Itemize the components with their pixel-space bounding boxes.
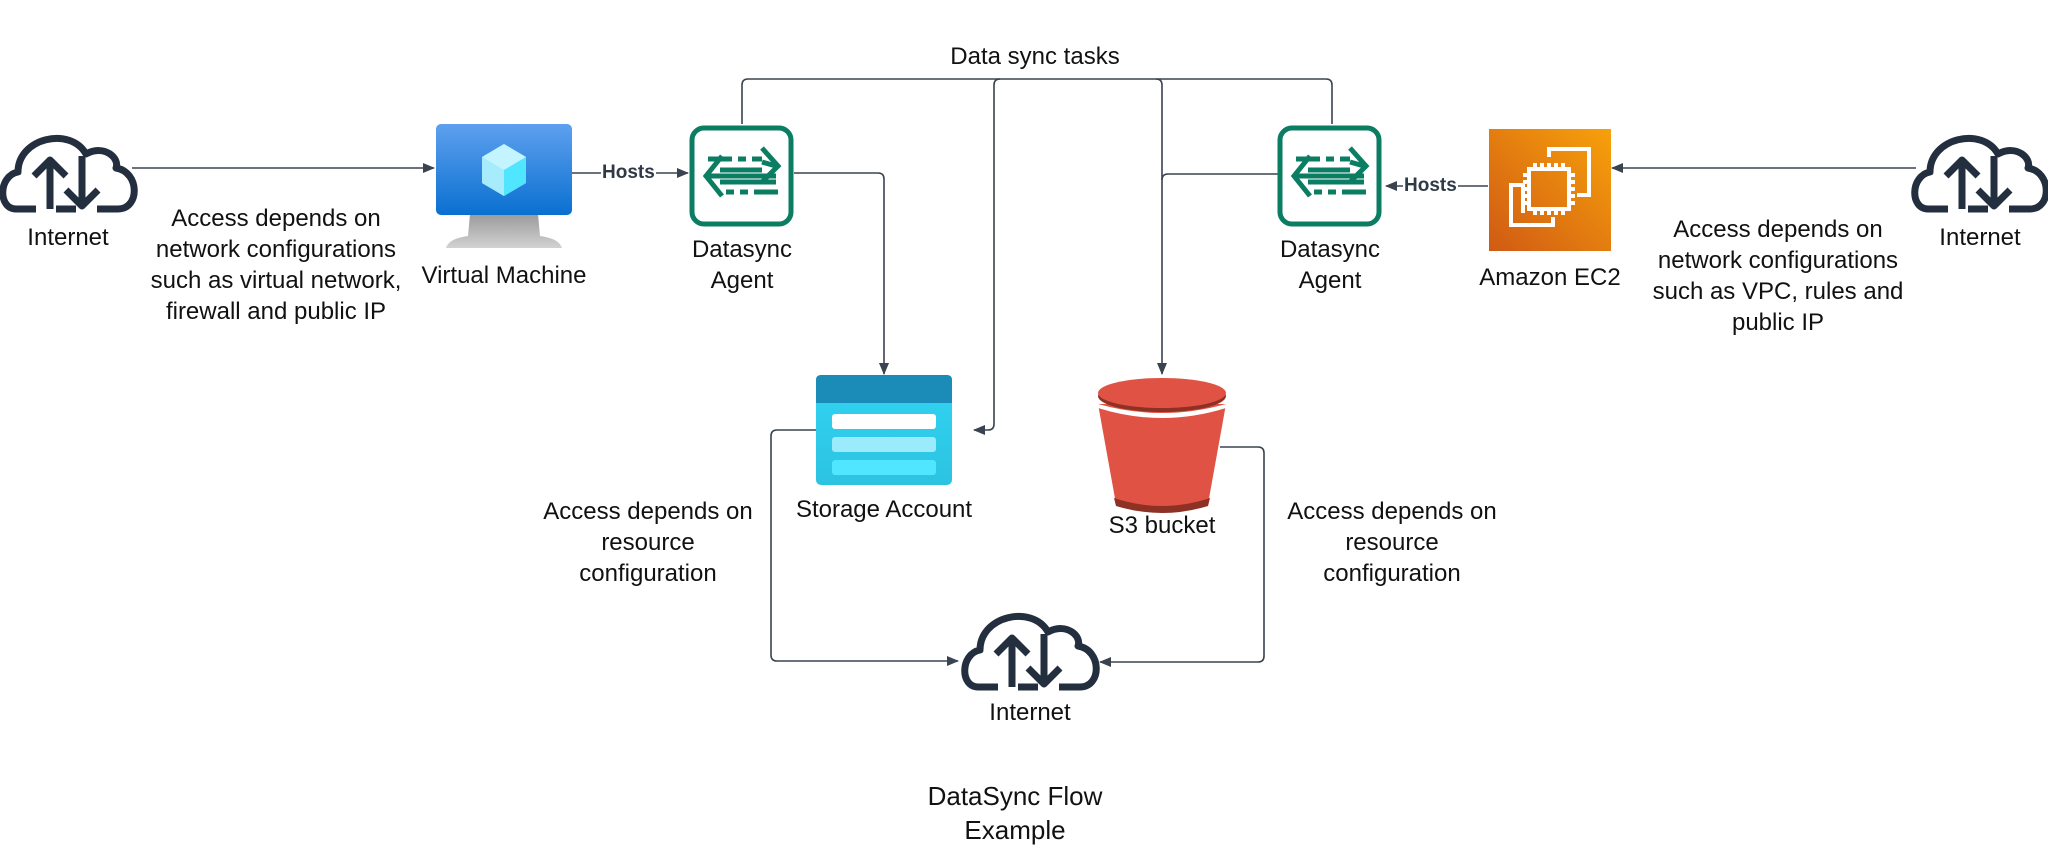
edge-agent-to-storage bbox=[794, 172, 889, 375]
edges bbox=[132, 78, 1916, 667]
node-label-amazon-ec2: Amazon EC2 bbox=[1479, 264, 1621, 291]
note-s3-resource-access: Access depends on resource configuration bbox=[1287, 498, 1497, 587]
note-storage-resource-access: Access depends on resource configuration bbox=[543, 498, 753, 587]
group-label-data-sync-tasks: Data sync tasks bbox=[900, 41, 1170, 72]
azure-vm-icon bbox=[436, 124, 572, 248]
node-label-internet-bottom: Internet bbox=[989, 699, 1071, 726]
edge-label-vm-hosts: Hosts bbox=[601, 162, 656, 184]
node-label-virtual-machine: Virtual Machine bbox=[421, 262, 587, 289]
node-label-internet-left: Internet bbox=[27, 224, 109, 251]
diagram-title: DataSync Flow Example bbox=[927, 781, 1103, 845]
edge-storage-to-internet bbox=[770, 429, 959, 666]
cloud-upload-download-icon bbox=[1911, 134, 2048, 213]
note-right-network-access: Access depends on network configurations… bbox=[1652, 216, 1904, 336]
cloud-upload-download-icon bbox=[0, 134, 138, 213]
cloud-upload-download-icon bbox=[961, 612, 1100, 691]
datasync-agent-icon bbox=[1277, 125, 1382, 227]
datasync-agent-icon bbox=[689, 125, 794, 227]
node-label-datasync-agent-left: Datasync Agent bbox=[691, 236, 793, 294]
node-label-datasync-agent-right: Datasync Agent bbox=[1279, 236, 1381, 294]
azure-storage-account-icon bbox=[816, 375, 952, 485]
edge-s3-to-internet bbox=[1099, 446, 1265, 667]
edge-label-ec2-hosts: Hosts bbox=[1403, 175, 1458, 197]
node-label-storage-account: Storage Account bbox=[795, 496, 973, 523]
edge-sync-to-storage bbox=[973, 78, 1001, 435]
edge-sync-tasks-bracket bbox=[741, 78, 1333, 124]
node-label-s3-bucket: S3 bucket bbox=[1108, 512, 1216, 539]
s3-bucket-icon bbox=[1098, 378, 1226, 513]
edge-agent-right-to-s3 bbox=[1161, 173, 1280, 181]
edge-sync-to-s3 bbox=[1155, 78, 1167, 375]
note-left-network-access: Access depends on network configurations… bbox=[150, 205, 402, 325]
node-label-internet-right: Internet bbox=[1939, 224, 2021, 251]
aws-ec2-icon bbox=[1489, 129, 1611, 251]
